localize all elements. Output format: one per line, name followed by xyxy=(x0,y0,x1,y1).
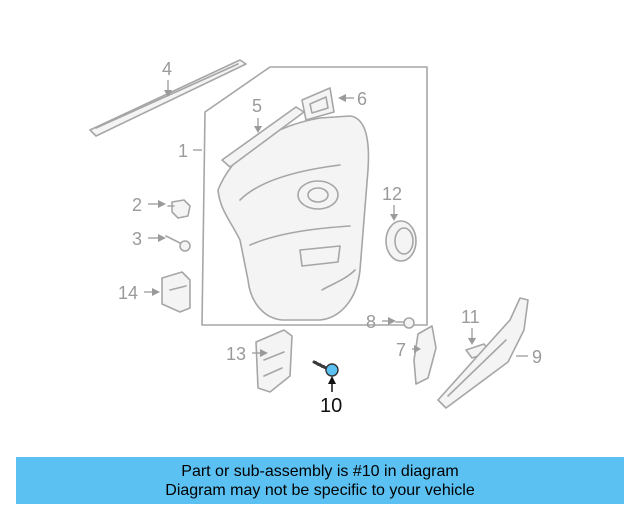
part-3-screw xyxy=(165,235,191,252)
part-10-screw-highlighted[interactable] xyxy=(312,360,339,377)
callout-13: 13 xyxy=(226,344,246,364)
callout-3: 3 xyxy=(132,229,142,249)
part-8-bolt xyxy=(395,317,415,329)
part-2-push-clip xyxy=(167,199,191,219)
callout-7: 7 xyxy=(396,340,406,360)
part-9-pillar-trim xyxy=(437,297,529,409)
banner-line-2: Diagram may not be specific to your vehi… xyxy=(165,481,475,499)
callout-5: 5 xyxy=(252,96,262,116)
callout-12: 12 xyxy=(382,184,402,204)
info-banner: Part or sub-assembly is #10 in diagram D… xyxy=(16,457,624,504)
callout-11: 11 xyxy=(461,307,480,327)
part-13-switch-panel xyxy=(255,329,293,393)
callout-9: 9 xyxy=(532,347,542,367)
part-1-door-panel xyxy=(201,66,428,326)
part-4-belt-molding xyxy=(89,59,247,137)
callout-8: 8 xyxy=(366,312,376,332)
callout-2: 2 xyxy=(132,195,142,215)
parts-diagram: 4 5 6 1 2 3 14 12 8 7 11 9 13 10 xyxy=(89,59,542,417)
banner-line-1: Part or sub-assembly is #10 in diagram xyxy=(181,462,459,480)
leader-lines xyxy=(144,80,528,392)
part-6-bezel xyxy=(301,87,335,121)
callout-6: 6 xyxy=(357,89,367,109)
callout-10-highlighted[interactable]: 10 xyxy=(320,395,342,417)
callout-1: 1 xyxy=(178,141,188,161)
part-7-bracket xyxy=(413,325,437,385)
callout-14: 14 xyxy=(118,283,138,303)
part-14-bracket xyxy=(161,271,191,313)
part-12-speaker-grille xyxy=(385,220,417,262)
callout-labels: 4 5 6 1 2 3 14 12 8 7 11 9 13 10 xyxy=(118,59,542,417)
callout-4: 4 xyxy=(162,59,172,79)
